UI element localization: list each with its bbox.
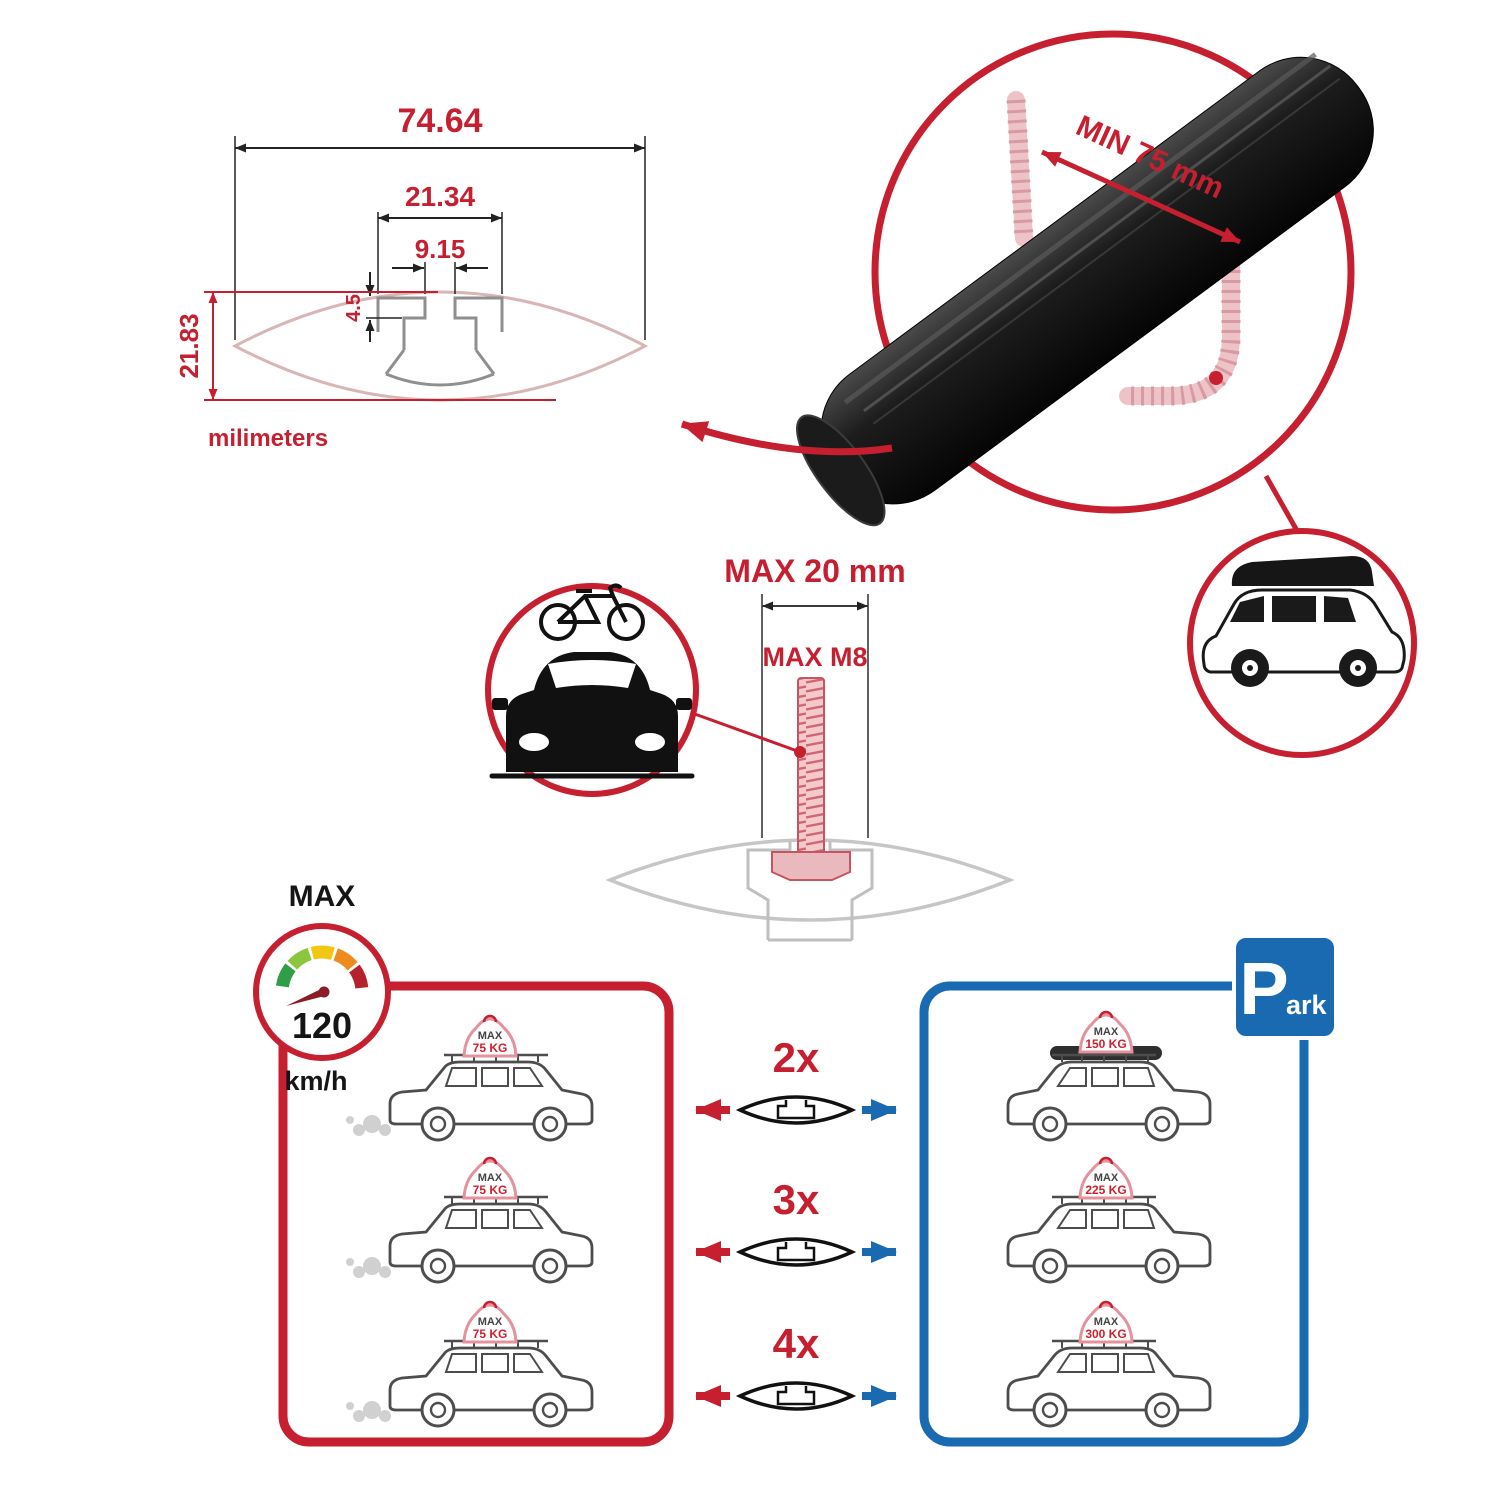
load-value: 75 KG <box>473 1327 508 1341</box>
crossbar-profile-icon <box>738 1237 854 1267</box>
bolt-diagram: MAX 20 mm MAX M8 <box>485 553 1015 942</box>
connector-line <box>1263 474 1303 538</box>
roof-load-tent: MAX 75 KG <box>462 1300 518 1344</box>
bolt-icon <box>771 677 851 881</box>
profile-channel-gray <box>746 841 874 942</box>
load-value: 75 KG <box>473 1183 508 1197</box>
gauge-arcs <box>275 945 369 989</box>
load-value: 150 KG <box>1085 1037 1126 1051</box>
bar-count: 3x <box>773 1176 820 1223</box>
park-letter: P <box>1239 947 1288 1030</box>
load-comparison: P ark MAX 120 km/h MAX <box>253 880 1338 1447</box>
max-width-label: MAX 20 mm <box>724 553 905 589</box>
load-value: 300 KG <box>1085 1327 1126 1341</box>
suv-roofbox-circle <box>1187 528 1417 758</box>
arrow-to-dimensions <box>680 420 893 456</box>
load-value: 225 KG <box>1085 1183 1126 1197</box>
roof-load-tent: MAX 225 KG <box>1078 1156 1134 1200</box>
crossbar-profile-icon <box>738 1381 854 1411</box>
crossbar-detail-circle: MIN 75 mm <box>680 30 1374 538</box>
park-rest: ark <box>1286 990 1328 1020</box>
load-max-label: MAX <box>1094 1316 1119 1328</box>
roof-load-tent: MAX 75 KG <box>462 1156 518 1200</box>
crossbar-profile-icon <box>738 1095 854 1125</box>
car-front-icon <box>489 652 695 779</box>
crossbar-profile-outline <box>231 290 649 402</box>
gauge-pivot <box>318 986 330 998</box>
channel-width-value: 21.34 <box>405 181 475 212</box>
bar-count-column: 2x 3x 4x <box>695 1034 897 1411</box>
bar-count: 4x <box>773 1320 820 1367</box>
slot-depth-value: 4.5 <box>343 294 365 322</box>
t-slot-channel-outline <box>376 296 504 387</box>
total-width-value: 74.64 <box>397 102 482 140</box>
roof-load-tent: MAX 150 KG <box>1078 1010 1134 1054</box>
speedometer-icon: MAX 120 km/h <box>253 880 391 1096</box>
gauge-needle <box>286 988 326 1006</box>
total-height-value: 21.83 <box>174 313 204 378</box>
leader-line <box>691 711 801 754</box>
park-sign: P ark <box>1232 934 1338 1040</box>
u-clamp-icon <box>1006 91 1241 406</box>
load-max-label: MAX <box>1094 1172 1119 1184</box>
bolt-head <box>771 851 851 881</box>
roof-load-tent: MAX 75 KG <box>462 1014 518 1058</box>
bike-car-circle <box>485 583 806 797</box>
load-value: 75 KG <box>473 1041 508 1055</box>
leader-dot <box>794 746 806 758</box>
bar-end-cap <box>796 414 886 527</box>
dimension-diagram: 74.64 21.34 9.15 4.5 21.83 milimeters <box>174 102 649 452</box>
clamp-point-dot <box>1209 371 1223 385</box>
load-max-label: MAX <box>478 1316 503 1328</box>
moving-cars: MAX 75 KG MAX 75 KG MAX 75 KG <box>346 1014 594 1428</box>
load-max-label: MAX <box>1094 1026 1119 1038</box>
slot-width-value: 9.15 <box>415 234 466 264</box>
load-max-label: MAX <box>478 1030 503 1042</box>
parked-cars: MAX 150 KG MAX 225 KG MAX 300 KG <box>1006 1010 1212 1428</box>
roof-load-tent: MAX 300 KG <box>1078 1300 1134 1344</box>
profile-outline-gray <box>605 838 1015 922</box>
bar-count: 2x <box>773 1034 820 1081</box>
unit-label: milimeters <box>208 425 328 452</box>
speed-max-label: MAX <box>289 880 356 913</box>
max-thread-label: MAX M8 <box>762 642 867 672</box>
min-span-arrow <box>1040 149 1242 245</box>
speed-value: 120 <box>292 1005 352 1046</box>
load-max-label: MAX <box>478 1172 503 1184</box>
bike-icon <box>539 583 645 641</box>
speed-unit: km/h <box>284 1066 347 1096</box>
roof-box-suv-icon <box>1201 556 1406 687</box>
